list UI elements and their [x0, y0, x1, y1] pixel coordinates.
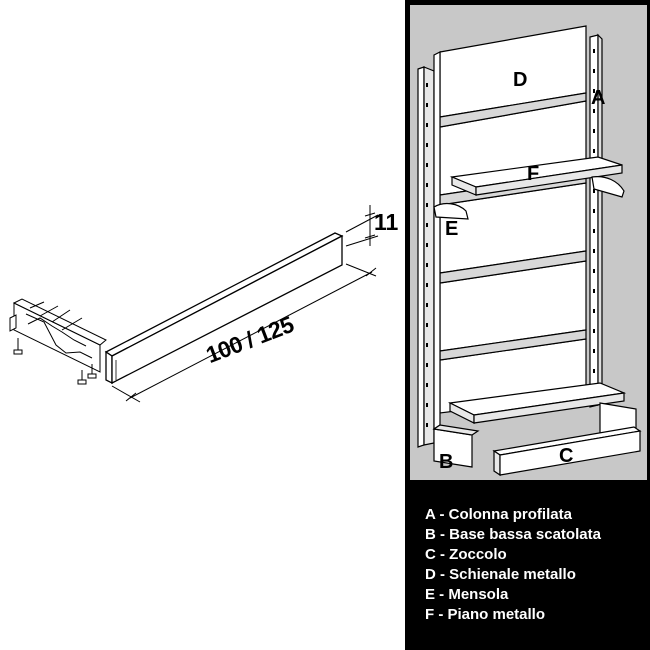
length-dimension-line [111, 263, 377, 403]
height-dimension-label: 11 [374, 209, 399, 235]
part-letter-d: D [513, 69, 528, 91]
base-box [432, 402, 637, 468]
right-column [589, 33, 603, 408]
part-letter-e: E [445, 218, 459, 240]
legend-item: A - Colonna profilata [425, 506, 572, 523]
part-letter-f: F [527, 163, 540, 185]
base-bracket [9, 298, 107, 385]
part-letter-b: B [439, 451, 454, 473]
legend-item: F - Piano metallo [425, 606, 546, 623]
plinth-front [492, 426, 642, 477]
shelving-unit-diagram [410, 5, 647, 480]
parts-legend: A - Colonna profilata B - Base bassa sca… [425, 505, 601, 625]
shelving-legend-panel: A B C D E F A - Colonna profilata B - Ba… [405, 0, 650, 650]
left-column [417, 51, 441, 448]
part-letter-a: A [591, 87, 606, 109]
plinth-bar [104, 232, 344, 385]
plinth-dimension-drawing [9, 205, 379, 403]
legend-item: B - Base bassa scatolata [425, 526, 601, 543]
legend-item: C - Zoccolo [425, 546, 507, 563]
part-letter-c: C [559, 445, 574, 467]
legend-item: E - Mensola [425, 586, 509, 603]
lower-shelf [447, 382, 627, 424]
legend-item: D - Schienale metallo [425, 566, 576, 583]
upper-shelf [449, 156, 623, 196]
height-dimension-line [345, 205, 379, 247]
upper-brackets [433, 176, 625, 220]
